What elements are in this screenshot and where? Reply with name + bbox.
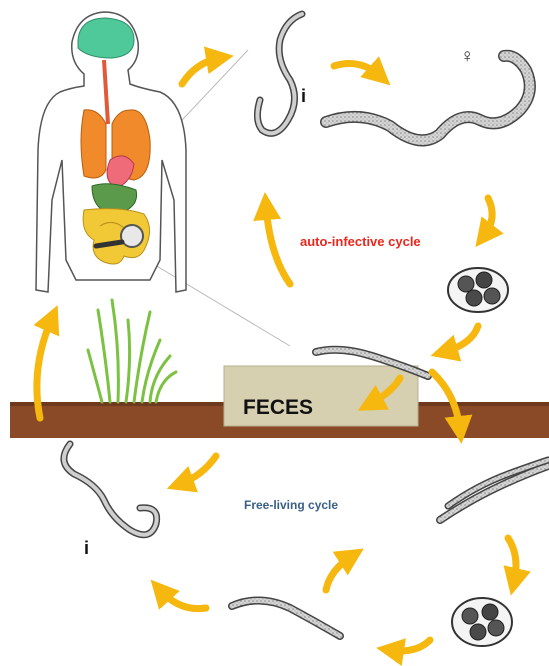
arrow-feces-to-infective: [180, 456, 216, 484]
arrow-rhabditiform-up: [326, 556, 352, 590]
grass: [88, 300, 176, 402]
feces-label: FECES: [243, 396, 313, 420]
brain: [78, 18, 134, 58]
arrow-body-to-larva: [182, 58, 220, 84]
arrow-egg-to-larva: [444, 326, 478, 352]
infective-marker-bottom: i: [84, 538, 89, 559]
eggs-top: [448, 268, 508, 312]
human-body: [36, 12, 186, 292]
arrow-adult-to-egg: [484, 198, 492, 236]
eggs-bottom: [452, 598, 512, 646]
adult-female-worm: [326, 56, 530, 141]
arrow-adults-to-egg: [508, 538, 516, 582]
arrow-autoinfective-up: [266, 206, 290, 284]
rhabditiform-larva-bottom: [232, 600, 340, 636]
infective-larva-top: [257, 14, 302, 133]
infective-marker-top: i: [301, 86, 306, 107]
zoom-lines: [150, 50, 290, 346]
free-living-adults: [440, 460, 548, 520]
arrow-egg-to-rhabditiform: [390, 640, 430, 651]
free-living-cycle-label: Free-living cycle: [244, 498, 338, 512]
arrow-larva-to-adult: [334, 64, 380, 76]
arrow-rhabditiform-to-infective: [160, 590, 206, 609]
auto-infective-cycle-label: auto-infective cycle: [300, 234, 421, 249]
infective-larva-bottom: [64, 444, 157, 535]
female-symbol: ♀: [460, 46, 474, 68]
